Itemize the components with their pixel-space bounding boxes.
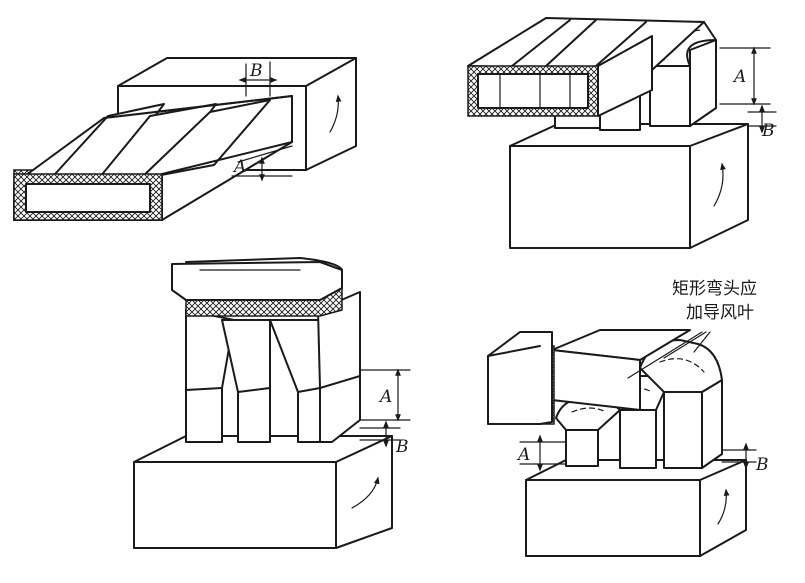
dimension-b-label: B: [755, 455, 769, 475]
duct-top: [171, 261, 343, 301]
dimension-a-label: A: [516, 445, 530, 465]
note-line-1: 矩形弯头应: [672, 279, 757, 299]
end-plenum: [487, 331, 553, 425]
duct-legs: [565, 379, 723, 469]
vane-pointer: [663, 331, 707, 359]
figure-top-left: A B: [13, 57, 357, 221]
vane-pointer: [627, 331, 703, 379]
unit-box: [133, 435, 393, 549]
dimension-a-label: A: [232, 157, 246, 177]
note-line-2: 加导风叶: [686, 303, 754, 323]
dimension-b-label: B: [249, 61, 263, 81]
airflow-arrow: [329, 94, 342, 133]
airflow-arrow: [351, 476, 380, 509]
dimension-b-label: B: [395, 437, 409, 457]
dimension-b-label: B: [761, 121, 775, 141]
duct-opening: [477, 73, 589, 109]
airflow-arrow: [713, 162, 726, 207]
vane-pointer: [693, 331, 711, 353]
figure-top-right: A B: [467, 17, 777, 249]
airflow-arrow: [717, 488, 730, 525]
duct-opening: [25, 183, 151, 213]
figure-bottom-left: A B: [133, 257, 411, 549]
duct-legs: [185, 291, 361, 443]
unit-box: [525, 459, 747, 557]
dimension-a-label: A: [732, 67, 746, 87]
dimension-a-label: A: [378, 387, 392, 407]
figure-bottom-right: A B 矩形弯头应 加导风叶: [487, 279, 769, 557]
unit-box: [509, 123, 749, 249]
